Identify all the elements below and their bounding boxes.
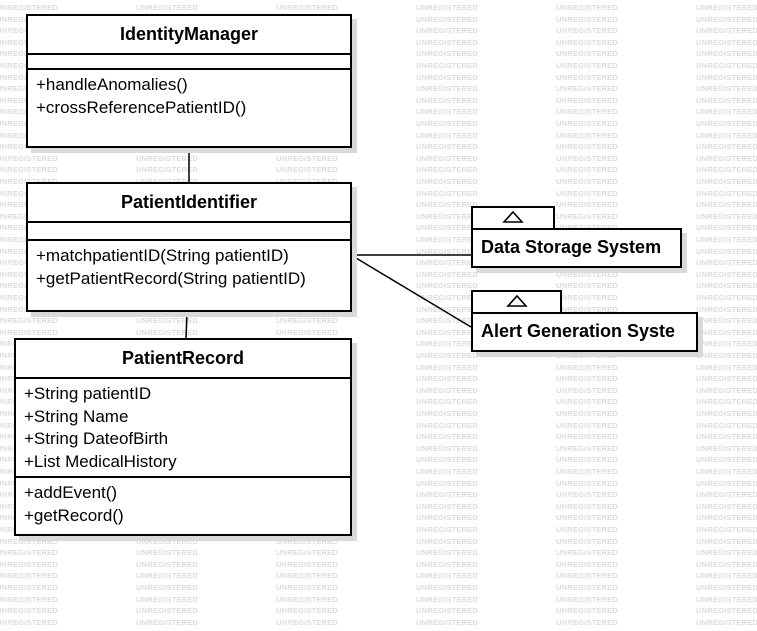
operation: +getPatientRecord(String patientID) (36, 268, 306, 288)
class-identitymanager[interactable]: IdentityManager +handleAnomalies() +cros… (26, 14, 352, 148)
attribute: +String patientID (24, 384, 152, 403)
attributes-compartment (28, 53, 350, 68)
operation: +matchpatientID(String patientID) (36, 246, 289, 265)
package-name: Data Storage System (481, 237, 662, 257)
class-name: PatientIdentifier (120, 192, 258, 212)
operation: +getRecord() (24, 505, 124, 525)
subsystem-triangle-icon (502, 210, 524, 223)
class-patientidentifier[interactable]: PatientIdentifier +matchpatientID(String… (26, 182, 352, 312)
subsystem-triangle-icon (505, 294, 528, 307)
operations-compartment: +handleAnomalies() +crossReferencePatien… (28, 68, 350, 119)
package-data-storage-system[interactable]: Data Storage System (471, 228, 682, 268)
package-alert-generation-system[interactable]: Alert Generation Syste (471, 312, 698, 352)
operation: +handleAnomalies() (36, 75, 188, 94)
operation: +crossReferencePatientID() (36, 97, 247, 117)
attributes-compartment: +String patientID +String Name +String D… (16, 377, 350, 476)
class-name: PatientRecord (121, 348, 245, 368)
attribute: +String Name (24, 406, 129, 426)
class-name: IdentityManager (119, 24, 259, 44)
package-tab (471, 290, 562, 314)
package-tab (471, 206, 555, 230)
link-patientidentifier-patientrecord (185, 311, 188, 340)
operations-compartment: +matchpatientID(String patientID) +getPa… (28, 239, 350, 290)
operations-compartment: +addEvent() +getRecord() (16, 476, 350, 527)
package-name: Alert Generation Syste (481, 321, 676, 341)
link-patientidentifier-alertgeneration (350, 254, 472, 328)
attributes-compartment (28, 221, 350, 239)
attribute: +List MedicalHistory (24, 451, 177, 471)
operation: +addEvent() (24, 483, 118, 502)
attribute: +String DateofBirth (24, 429, 169, 448)
class-patientrecord[interactable]: PatientRecord +String patientID +String … (14, 338, 352, 536)
